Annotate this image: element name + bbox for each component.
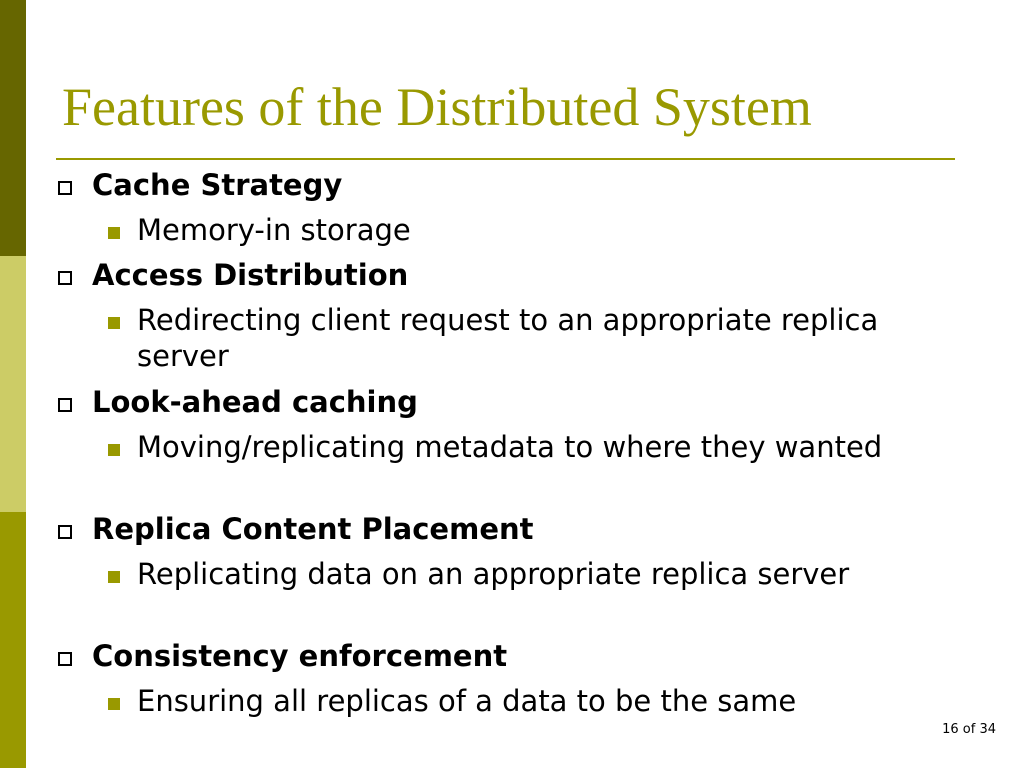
page-number: 16 of 34	[942, 722, 996, 737]
bullet-detail: Moving/replicating metadata to where the…	[137, 430, 883, 464]
filled-square-bullet-icon	[108, 227, 120, 239]
bullet-detail: Ensuring all replicas of a data to be th…	[137, 684, 797, 718]
hollow-square-bullet-icon	[58, 525, 72, 539]
side-bar-light	[0, 256, 26, 512]
side-bar-dark	[0, 0, 26, 256]
bullet-heading: Cache Strategy	[92, 168, 343, 202]
bullet-heading: Consistency enforcement	[92, 639, 508, 673]
slide-title: Features of the Distributed System	[62, 77, 812, 137]
title-underline	[56, 158, 955, 160]
bullet-heading: Access Distribution	[92, 258, 409, 292]
bullet-detail: Replicating data on an appropriate repli…	[137, 557, 850, 591]
bullet-detail: Redirecting client request to an appropr…	[137, 303, 879, 373]
filled-square-bullet-icon	[108, 698, 120, 710]
bullet-heading: Replica Content Placement	[92, 512, 534, 546]
bullet-heading: Look-ahead caching	[92, 385, 418, 419]
filled-square-bullet-icon	[108, 571, 120, 583]
hollow-square-bullet-icon	[58, 181, 72, 195]
filled-square-bullet-icon	[108, 444, 120, 456]
bullet-detail: Memory-in storage	[137, 213, 411, 247]
hollow-square-bullet-icon	[58, 652, 72, 666]
filled-square-bullet-icon	[108, 317, 120, 329]
hollow-square-bullet-icon	[58, 398, 72, 412]
side-bar-mid	[0, 512, 26, 768]
hollow-square-bullet-icon	[58, 271, 72, 285]
